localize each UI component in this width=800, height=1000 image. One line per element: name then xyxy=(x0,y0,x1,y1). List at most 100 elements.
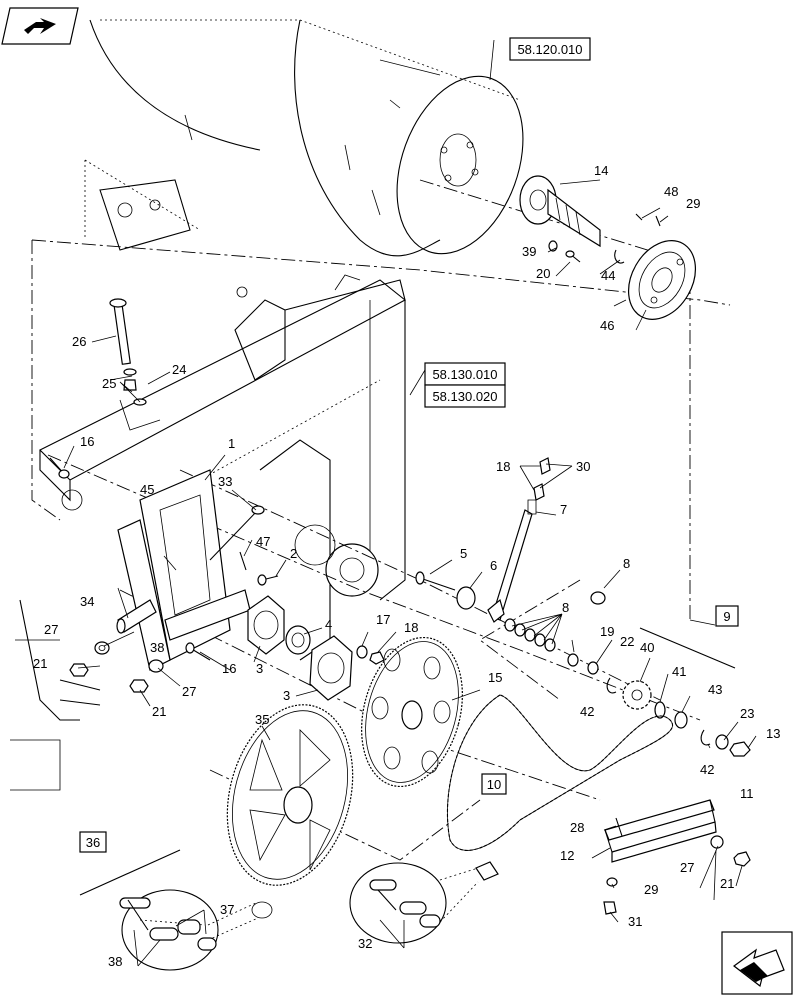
label-37: 37 xyxy=(220,902,234,917)
bolt-part-5 xyxy=(415,571,456,591)
label-42-left: 42 xyxy=(580,704,594,719)
nut-part-13 xyxy=(729,741,751,757)
chain-part-10 xyxy=(446,694,674,851)
circlip-part-42-left xyxy=(606,677,617,694)
label-5: 5 xyxy=(460,546,467,561)
screw-part-29-upper xyxy=(655,215,661,227)
label-38-left: 38 xyxy=(108,954,122,969)
boxed-label-36[interactable]: 36 xyxy=(79,831,107,853)
bushing-part-34 xyxy=(116,599,157,634)
plate-part-1 xyxy=(117,469,251,671)
label-21-left: 21 xyxy=(33,656,47,671)
spring-part-18-30 xyxy=(527,457,551,515)
page-turn-arrow-icon[interactable] xyxy=(721,931,793,995)
boxed-label-10[interactable]: 10 xyxy=(481,773,507,795)
label-16-upper: 16 xyxy=(80,434,94,449)
navigation-arrow-icon[interactable] xyxy=(1,7,79,45)
label-27-mid: 27 xyxy=(182,684,196,699)
pin-part-26 xyxy=(109,298,131,365)
washer-part-43 xyxy=(674,711,688,729)
sprocket-part-35 xyxy=(226,704,354,886)
label-27-right: 27 xyxy=(680,860,694,875)
svg-text:58.130.010: 58.130.010 xyxy=(432,367,497,382)
tensioner-rod-part-7 xyxy=(487,509,533,623)
label-32: 32 xyxy=(358,936,372,951)
bearing-flange-part-3-lower xyxy=(309,635,353,701)
label-15: 15 xyxy=(488,670,502,685)
label-31: 31 xyxy=(628,914,642,929)
label-24: 24 xyxy=(172,362,186,377)
nut-part-21-right xyxy=(733,851,751,867)
chain-link-detail-36 xyxy=(79,849,273,971)
label-29-upper: 29 xyxy=(686,196,700,211)
label-27-left: 27 xyxy=(44,622,58,637)
label-28: 28 xyxy=(570,820,584,835)
label-45: 45 xyxy=(140,482,154,497)
label-16-lower: 16 xyxy=(222,661,236,676)
label-38-mid: 38 xyxy=(150,640,164,655)
nut-part-31 xyxy=(603,901,617,915)
label-44: 44 xyxy=(601,268,615,283)
label-13: 13 xyxy=(766,726,780,741)
svg-text:36: 36 xyxy=(86,835,100,850)
sprocket-part-40 xyxy=(622,680,652,710)
label-4: 4 xyxy=(325,617,332,632)
svg-text:58.120.010: 58.120.010 xyxy=(517,42,582,57)
leader-lines xyxy=(63,39,757,967)
label-1: 1 xyxy=(228,436,235,451)
bolt-part-28 xyxy=(615,817,623,837)
label-47: 47 xyxy=(256,534,270,549)
washers-part-8 xyxy=(504,591,606,652)
nut-part-21-left xyxy=(69,663,89,677)
label-17: 17 xyxy=(376,612,390,627)
svg-text:10: 10 xyxy=(487,777,501,792)
nut-part-18-left xyxy=(369,651,385,665)
label-19: 19 xyxy=(600,624,614,639)
bolt-part-16-lower xyxy=(185,642,211,661)
sprocket-part-15 xyxy=(361,636,463,788)
label-2: 2 xyxy=(290,546,297,561)
svg-text:9: 9 xyxy=(723,609,730,624)
drum-outline xyxy=(89,19,524,257)
screw-part-48 xyxy=(635,213,643,221)
ref-box-58-130-020[interactable]: 58.130.020 xyxy=(424,384,506,408)
ref-box-58-130-010[interactable]: 58.130.010 xyxy=(424,362,506,386)
label-48: 48 xyxy=(664,184,678,199)
label-6: 6 xyxy=(490,558,497,573)
label-18-lower: 18 xyxy=(404,620,418,635)
label-39: 39 xyxy=(522,244,536,259)
bolt-part-47 xyxy=(239,551,247,571)
boxed-label-9[interactable]: 9 xyxy=(715,605,739,627)
pulley-part-46 xyxy=(627,240,697,320)
washer-part-17 xyxy=(356,645,368,659)
label-12: 12 xyxy=(560,848,574,863)
label-29-lower: 29 xyxy=(644,882,658,897)
label-34: 34 xyxy=(80,594,94,609)
washer-part-27-right xyxy=(710,835,724,849)
label-35: 35 xyxy=(255,712,269,727)
label-30: 30 xyxy=(576,459,590,474)
chain-guide-part-11 xyxy=(604,799,717,863)
label-20: 20 xyxy=(536,266,550,281)
bolt-part-20 xyxy=(565,250,581,263)
shaft-part-14 xyxy=(519,175,601,248)
label-14: 14 xyxy=(594,163,608,178)
bearing-part-4 xyxy=(285,625,311,655)
bolt-part-16-upper xyxy=(49,457,70,479)
label-25: 25 xyxy=(102,376,116,391)
circlip-part-44 xyxy=(614,249,625,264)
bearing-flange-part-3-upper xyxy=(247,595,285,655)
bolt-part-33 xyxy=(209,505,265,561)
ref-box-58-120-010[interactable]: 58.120.010 xyxy=(509,37,591,61)
washer-part-22 xyxy=(587,661,599,675)
part-number-labels: 1 2 3 3 4 5 6 7 8 8 11 12 13 14 15 16 16… xyxy=(33,163,780,969)
label-26: 26 xyxy=(72,334,86,349)
chain-link-detail-32 xyxy=(349,861,499,944)
label-8-upper: 8 xyxy=(623,556,630,571)
label-21-right: 21 xyxy=(720,876,734,891)
label-40: 40 xyxy=(640,640,654,655)
label-23: 23 xyxy=(740,706,754,721)
label-18-upper: 18 xyxy=(496,459,510,474)
washer-part-25 xyxy=(123,368,147,406)
washer-part-27-left xyxy=(94,641,110,655)
